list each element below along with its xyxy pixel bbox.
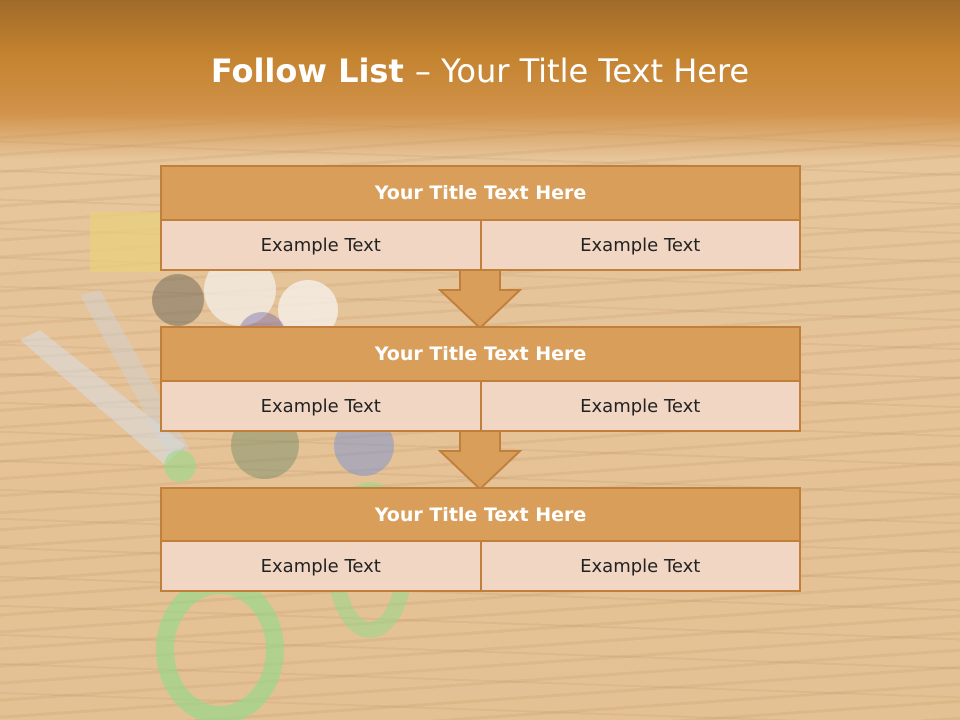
down-arrow-icon bbox=[438, 431, 522, 491]
title-bold: Follow List bbox=[210, 52, 415, 90]
title-light: – Your Title Text Here bbox=[414, 52, 750, 90]
block-right-text: Example Text bbox=[479, 542, 800, 590]
block-title: Your Title Text Here bbox=[160, 326, 801, 382]
block-row: Example Text Example Text bbox=[160, 542, 801, 592]
block-right-text: Example Text bbox=[479, 221, 800, 269]
block-left-text: Example Text bbox=[260, 395, 381, 417]
button-icon bbox=[278, 280, 338, 340]
list-block-2: Your Title Text Here Example Text Exampl… bbox=[160, 326, 801, 432]
block-title: Your Title Text Here bbox=[160, 165, 801, 221]
button-icon bbox=[152, 274, 204, 326]
block-row: Example Text Example Text bbox=[160, 221, 801, 271]
scissors-handle-icon bbox=[156, 576, 284, 720]
down-arrow-icon bbox=[438, 270, 522, 330]
page-title: Follow List – Your Title Text Here bbox=[0, 52, 960, 90]
header-band bbox=[0, 0, 960, 160]
block-left-text: Example Text bbox=[260, 234, 381, 256]
block-row: Example Text Example Text bbox=[160, 382, 801, 432]
block-right-text: Example Text bbox=[479, 382, 800, 430]
block-left-text: Example Text bbox=[260, 555, 381, 577]
scissors-pivot-icon bbox=[164, 450, 196, 482]
scissors-blade-icon bbox=[20, 330, 185, 465]
list-block-1: Your Title Text Here Example Text Exampl… bbox=[160, 165, 801, 271]
tape-measure-icon bbox=[90, 212, 160, 272]
button-icon bbox=[204, 254, 276, 326]
block-title: Your Title Text Here bbox=[160, 487, 801, 542]
list-block-3: Your Title Text Here Example Text Exampl… bbox=[160, 487, 801, 592]
